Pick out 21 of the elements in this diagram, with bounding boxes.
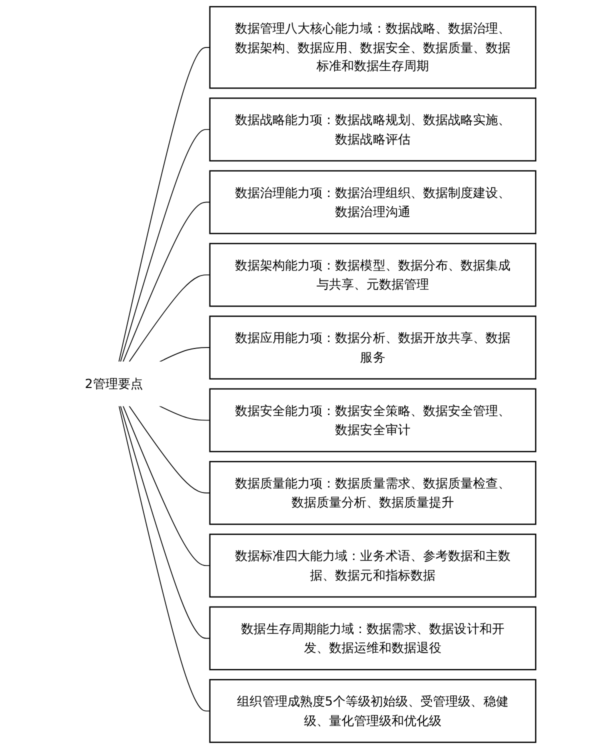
connector (159, 347, 210, 362)
node-box: 组织管理成熟度5个等级初始级、受管理级、稳健级、量化管理级和优化级 (209, 679, 537, 743)
connector (120, 405, 210, 639)
node-box: 数据架构能力项：数据模型、数据分布、数据集成与共享、元数据管理 (209, 242, 537, 307)
node-box: 数据标准四大能力域：业务术语、参考数据和主数据、数据元和指标数据 (209, 534, 537, 598)
node-box: 数据应用能力项：数据分析、数据开放共享、数据服务 (209, 316, 537, 380)
node-box: 数据安全能力项：数据安全策略、数据安全管理、数据安全审计 (209, 388, 537, 452)
node-box: 数据生存周期能力域：数据需求、数据设计和开发、数据运维和数据退役 (209, 606, 537, 670)
connector (118, 47, 210, 362)
node-box: 数据质量能力项：数据质量需求、数据质量检查、数据质量分析、数据质量提升 (209, 460, 537, 525)
node-box: 数据管理八大核心能力域：数据战略、数据治理、数据架构、数据应用、数据安全、数据质量、数据标准和数据生存周期 (209, 6, 537, 89)
connector (120, 129, 210, 362)
node-box: 数据治理能力项：数据治理组织、数据制度建设、数据治理沟通 (209, 170, 537, 234)
connector (122, 202, 210, 362)
connector (118, 405, 210, 712)
connector (128, 405, 210, 494)
connector (122, 405, 210, 566)
node-text: 2管理要点 (85, 376, 144, 392)
connector (128, 274, 210, 362)
node-box: 数据战略能力项：数据战略规划、数据战略实施、数据战略评估 (209, 98, 537, 162)
connector (159, 405, 210, 421)
